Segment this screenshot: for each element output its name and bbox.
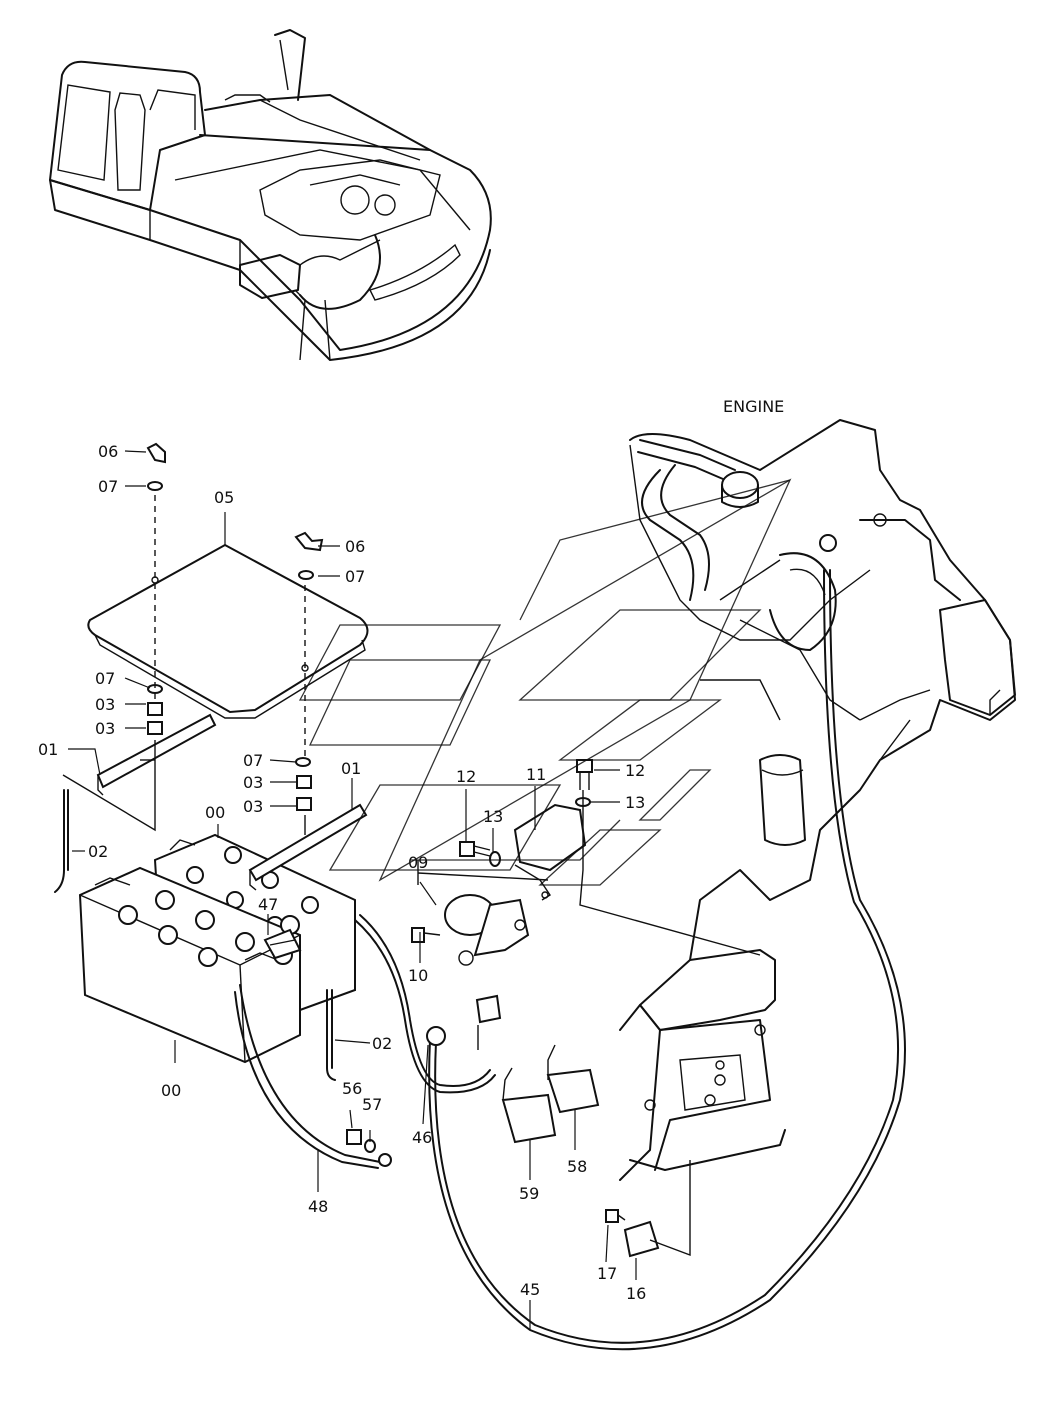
label-48: 48 [308, 1197, 328, 1216]
label-06-right: 06 [345, 537, 365, 556]
label-01-mid: 01 [341, 759, 361, 778]
label-58: 58 [567, 1157, 587, 1176]
label-46: 46 [412, 1128, 432, 1147]
label-06-top: 06 [98, 442, 118, 461]
watermark [298, 478, 792, 886]
label-13-left: 13 [483, 807, 503, 826]
label-07-right: 07 [345, 567, 365, 586]
label-10: 10 [408, 966, 428, 985]
label-12-left: 12 [456, 767, 476, 786]
label-45: 45 [520, 1280, 540, 1299]
label-56: 56 [342, 1079, 362, 1098]
label-00-bottom: 00 [161, 1081, 181, 1100]
label-01-left: 01 [38, 740, 58, 759]
label-13-right: 13 [625, 793, 645, 812]
battery-cover [87, 543, 369, 719]
label-07-top: 07 [98, 477, 118, 496]
label-02-left: 02 [88, 842, 108, 861]
label-00-top: 00 [205, 803, 225, 822]
label-16: 16 [626, 1284, 646, 1303]
hardware [62, 442, 761, 1258]
hold-down-bars [54, 713, 368, 1081]
label-03-mid-a: 03 [243, 773, 263, 792]
label-07-left: 07 [95, 669, 115, 688]
label-03-left-a: 03 [95, 695, 115, 714]
engine-label: ENGINE [723, 397, 784, 416]
chassis-frame [619, 949, 786, 1181]
label-07-mid: 07 [243, 751, 263, 770]
engine-assembly [629, 419, 1016, 961]
battery-cables [234, 534, 906, 1351]
label-17: 17 [597, 1264, 617, 1283]
part-labels: ENGINE 06 07 05 06 07 07 03 03 01 07 03 … [38, 397, 784, 1303]
leader-lines [68, 450, 637, 1330]
label-59: 59 [519, 1184, 539, 1203]
label-03-mid-b: 03 [243, 797, 263, 816]
label-57: 57 [362, 1095, 382, 1114]
excavator-overview [49, 29, 492, 361]
label-11: 11 [526, 765, 546, 784]
label-47: 47 [258, 895, 278, 914]
label-05: 05 [214, 488, 234, 507]
label-12-right: 12 [625, 761, 645, 780]
label-02-right: 02 [372, 1034, 392, 1053]
label-09: 09 [408, 853, 428, 872]
label-03-left-b: 03 [95, 719, 115, 738]
